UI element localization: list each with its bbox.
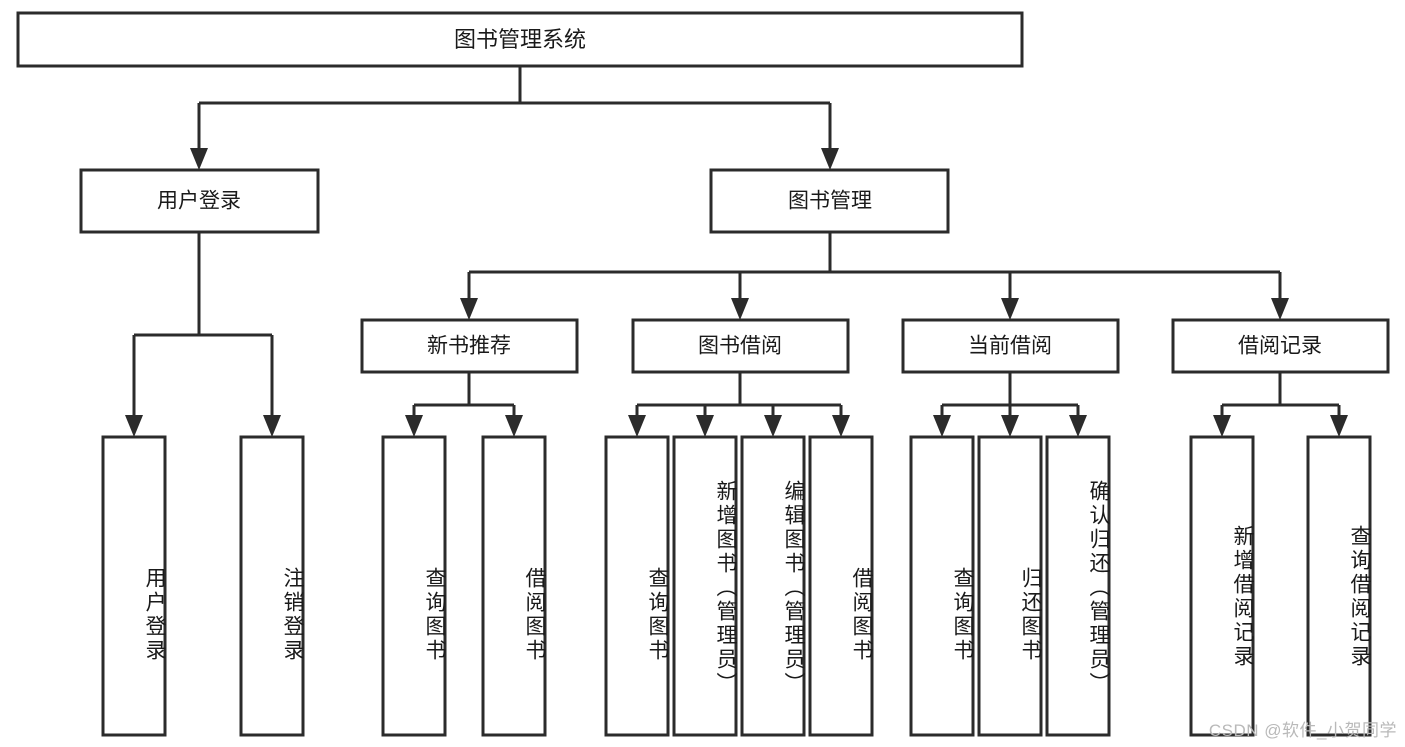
- arrow-head-bb-leaf3: [764, 415, 782, 437]
- leaf-box-cb-1[interactable]: [909, 435, 975, 737]
- node-user-login[interactable]: [79, 168, 320, 234]
- connector-group-user-login: [125, 232, 281, 437]
- leaf-box-cb-3[interactable]: [1045, 435, 1111, 737]
- node-borrow-records[interactable]: [1171, 318, 1390, 374]
- leaf-box-bb-3[interactable]: [740, 435, 806, 737]
- watermark-text: CSDN @软件_小贺同学: [1208, 721, 1397, 740]
- label-user-login: 用户登录: [157, 190, 241, 213]
- connector-group-current-borrow: [933, 372, 1087, 437]
- arrow-head-cb-leaf2: [1001, 415, 1019, 437]
- arrow-head-nbr-leaf1: [405, 415, 423, 437]
- connector-group-borrow-records: [1213, 372, 1348, 437]
- leaf-box-bb-2[interactable]: [672, 435, 738, 737]
- arrow-head-br-leaf2: [1330, 415, 1348, 437]
- node-root[interactable]: [16, 11, 1024, 68]
- arrow-head-bb-leaf1: [628, 415, 646, 437]
- arrow-head-borrow-records: [1271, 298, 1289, 320]
- arrow-head-book-manage: [821, 148, 839, 170]
- leaf-box-nbr-2[interactable]: [481, 435, 547, 737]
- arrow-head-current-borrow: [1001, 298, 1019, 320]
- root-node: [16, 11, 1024, 68]
- connector-group-book-manage: [460, 232, 1289, 320]
- leaf-box-user-login-1[interactable]: [101, 435, 167, 737]
- label-book-manage: 图书管理: [788, 190, 872, 213]
- leaf-box-bb-4[interactable]: [808, 435, 874, 737]
- arrow-head-book-borrow: [731, 298, 749, 320]
- leaf-box-br-2[interactable]: [1306, 435, 1372, 737]
- label-borrow-records: 借阅记录: [1238, 335, 1322, 358]
- arrow-head-cb-leaf3: [1069, 415, 1087, 437]
- arrow-head-user-login: [190, 148, 208, 170]
- connector-group-new-book-recommend: [405, 372, 523, 437]
- leaf-box-nbr-1[interactable]: [381, 435, 447, 737]
- level3-nodes: [360, 318, 1390, 374]
- node-current-borrow[interactable]: [901, 318, 1120, 374]
- arrow-head-user-login-leaf1: [125, 415, 143, 437]
- label-new-book-recommend: 新书推荐: [427, 335, 511, 358]
- label-current-borrow: 当前借阅: [968, 335, 1052, 358]
- leaf-nodes: [101, 435, 1372, 737]
- arrow-head-cb-leaf1: [933, 415, 951, 437]
- arrow-head-bb-leaf2: [696, 415, 714, 437]
- node-new-book-recommend[interactable]: [360, 318, 579, 374]
- leaf-box-user-login-2[interactable]: [239, 435, 305, 737]
- arrow-head-user-login-leaf2: [263, 415, 281, 437]
- leaf-box-br-1[interactable]: [1189, 435, 1255, 737]
- arrow-head-br-leaf1: [1213, 415, 1231, 437]
- label-book-borrow: 图书借阅: [698, 335, 782, 358]
- label-root: 图书管理系统: [454, 27, 586, 52]
- arrow-head-bb-leaf4: [832, 415, 850, 437]
- arrow-head-nbr-leaf2: [505, 415, 523, 437]
- connector-group-root: [190, 66, 839, 170]
- arrow-head-new-book-recommend: [460, 298, 478, 320]
- connector-group-book-borrow: [628, 372, 850, 437]
- leaf-box-cb-2[interactable]: [977, 435, 1043, 737]
- leaf-box-bb-1[interactable]: [604, 435, 670, 737]
- node-book-borrow[interactable]: [631, 318, 850, 374]
